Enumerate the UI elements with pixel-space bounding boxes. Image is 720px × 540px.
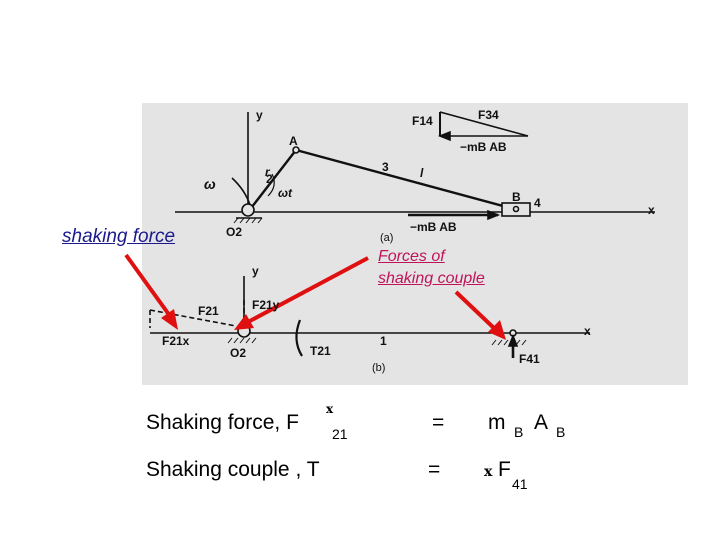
red-arrowhead-2 <box>234 314 254 330</box>
crank-link <box>247 149 297 213</box>
label-1: 1 <box>380 334 387 348</box>
eq1-superscript: x <box>326 402 334 416</box>
label-omega-t: ωt <box>278 186 293 200</box>
pin-B <box>512 205 520 213</box>
forces-of-line1: Forces of <box>378 248 445 265</box>
connecting-rod <box>295 148 515 211</box>
red-arrow-shaking-force <box>124 253 172 318</box>
eq2-rhs-x: x <box>484 464 493 480</box>
figure-a <box>175 111 655 224</box>
label-A: A <box>289 134 298 148</box>
eq2-equals: = <box>428 458 441 481</box>
label-F41: F41 <box>519 352 540 366</box>
label-F14: F14 <box>412 114 433 128</box>
y-label-b: y <box>252 264 259 278</box>
red-arrowhead-3 <box>488 320 506 340</box>
ground-hatch-a <box>233 217 263 224</box>
y-label-a: y <box>256 108 263 122</box>
label-2: 2 <box>266 172 273 186</box>
label-l: l <box>420 166 424 180</box>
label-3: 3 <box>382 160 389 174</box>
ground-hatch-b <box>227 337 257 344</box>
omega-arc <box>231 177 251 206</box>
caption-a: (a) <box>380 232 394 244</box>
caption-b: (b) <box>372 362 386 374</box>
eq1-rhs-m-sub: B <box>514 424 524 440</box>
eq1-rhs-A-sub: B <box>556 424 566 440</box>
forces-of-shaking-couple-label: Forces of shaking couple <box>378 246 485 290</box>
label-force-main: −mB AB <box>410 220 457 234</box>
eq1-subscript: 21 <box>332 426 348 442</box>
red-arrow-couple-right <box>454 290 498 332</box>
forces-of-line2: shaking couple <box>378 270 485 287</box>
x-label-a: x <box>648 203 655 217</box>
crank-pivot-O2 <box>241 203 255 217</box>
eq1-rhs-m: m <box>488 411 506 434</box>
pin-A <box>292 146 300 154</box>
label-F21: F21 <box>198 304 219 318</box>
red-arrowhead-1 <box>161 309 178 330</box>
T21-arc <box>295 319 303 357</box>
eq2-rhs-F: F <box>498 458 511 481</box>
label-B: B <box>512 190 521 204</box>
label-4: 4 <box>534 196 541 210</box>
label-T21: T21 <box>310 344 331 358</box>
F34-vector <box>439 111 529 137</box>
label-F34: F34 <box>478 108 499 122</box>
eq1-equals: = <box>432 411 445 434</box>
inertia-arrow-head <box>487 209 501 221</box>
scan-background <box>142 103 688 385</box>
eq1-rhs-A: A <box>534 411 549 434</box>
label-r: r <box>265 165 270 179</box>
label-omega: ω <box>204 176 216 192</box>
red-arrow-couple-left <box>247 256 369 324</box>
F41-arrow-head <box>507 333 519 347</box>
eq1-lhs: Shaking force, F <box>146 411 299 434</box>
label-F21y: F21y <box>252 298 280 312</box>
label-O2-a: O2 <box>226 225 243 239</box>
eq2-rhs-sub: 41 <box>512 476 528 492</box>
label-polygon-force: −mB AB <box>460 140 507 154</box>
F21-dashed <box>149 309 237 327</box>
label-O2-b: O2 <box>230 346 247 360</box>
shaking-force-label: shaking force <box>62 226 176 247</box>
x-label-b: x <box>584 324 591 338</box>
omega-t-arc <box>267 173 275 197</box>
polygon-arrow-head <box>437 130 451 142</box>
callout-arrows <box>124 253 506 340</box>
eq2-lhs: Shaking couple , T <box>146 458 320 481</box>
label-F21x: F21x <box>162 334 190 348</box>
